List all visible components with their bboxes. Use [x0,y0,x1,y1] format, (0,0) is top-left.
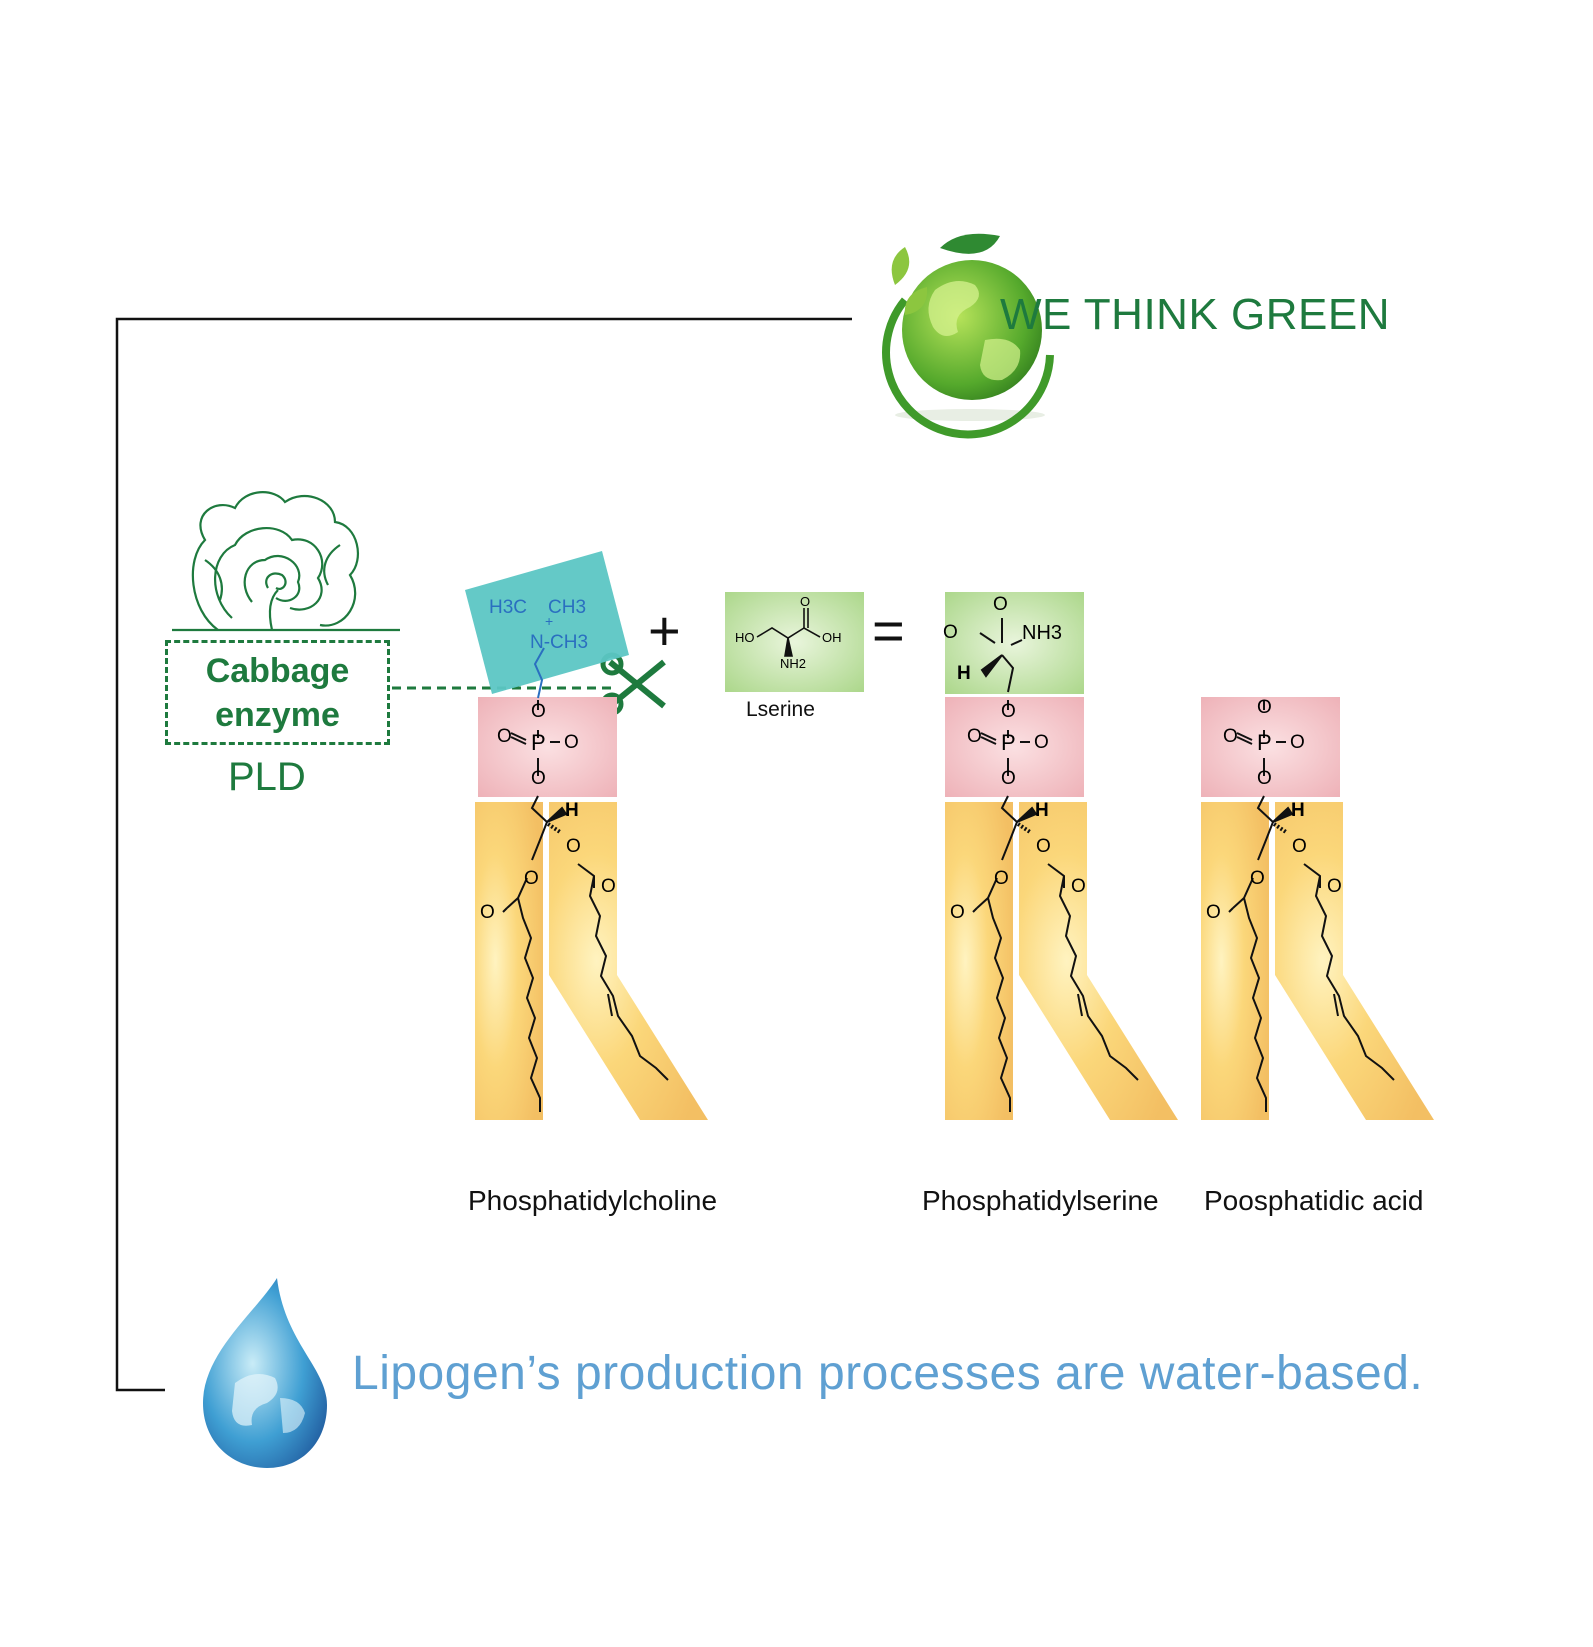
pc-h: H [565,800,579,821]
enzyme-box: Cabbage enzyme [165,640,390,745]
lipid-tails [475,802,1434,1120]
tail-pc-right [549,802,708,1120]
pa-h: H [1291,800,1305,821]
pa-label: Poosphatidic acid [1204,1185,1424,1216]
ps-o-ester-l: O [994,868,1009,889]
lserine-label: Lserine [746,698,815,721]
phosphate-box-ps [945,697,1084,797]
chem-ch3: CH3 [548,597,587,618]
water-drop-earth-icon [203,1278,327,1468]
tail-ps-right [1019,802,1178,1120]
lserine-oh: OH [822,630,842,645]
tail-pc-left [475,802,543,1120]
ps-p: P [1001,730,1016,755]
ps-o-right: O [1034,732,1049,753]
lserine-o: O [800,594,811,609]
enzyme-name: PLD [228,755,306,799]
lipid-skeleton-pc [502,700,669,1112]
pc-o-carb-l: O [480,902,495,923]
ps-o-top: O [1001,701,1016,722]
tail-pa-left [1201,802,1269,1120]
pc-o-bottom: O [531,768,546,789]
pc-o-ester-l: O [524,868,539,889]
chem-h3c: H3C [489,597,528,618]
ps-serine-o-top: O [993,594,1008,615]
ps-o-carb-l: O [950,902,965,923]
tail-pa-right [1275,802,1434,1120]
ps-o-carb-r: O [1071,876,1086,897]
tail-ps-left [945,802,1013,1120]
ps-o-bottom: O [1001,768,1016,789]
equals-sign: = [872,599,905,662]
lserine-structure [756,608,821,657]
ps-serine-nh3: NH3 [1022,622,1063,644]
phosphate-box-pa [1201,697,1340,797]
pa-o-ester-r: O [1292,836,1307,857]
phosphate-box-pc [478,697,617,797]
pc-o-ester-r: O [566,836,581,857]
pa-o-ester-l: O [1250,868,1265,889]
cabbage-icon [172,491,400,632]
lserine-nh2: NH2 [780,656,807,671]
choline-head [465,551,629,694]
pc-o-right: O [564,732,579,753]
lserine-box [725,592,864,692]
ps-serine-o-left: O [943,622,958,643]
chem-n-ch3: N-CH3 [530,632,589,653]
pa-o-top: O [1257,697,1272,718]
chem-n-plus: + [545,613,554,629]
ps-label: Phosphatidylserine [922,1185,1159,1216]
pc-label: Phosphatidylcholine [468,1185,718,1216]
choline-chain [533,647,545,699]
pc-o-carb-r: O [601,876,616,897]
ps-serine-h: H [957,663,971,684]
pa-o-left: O [1223,726,1238,747]
enzyme-line1: Cabbage [205,652,350,690]
plus-sign: + [648,599,681,662]
pa-o-carb-r: O [1327,876,1342,897]
pc-o-left: O [497,726,512,747]
slogan-text: WE THINK GREEN [1000,290,1391,339]
ps-o-left: O [967,726,982,747]
lserine-ho: HO [735,630,755,645]
pa-o-carb-l: O [1206,902,1221,923]
pa-p: P [1257,730,1272,755]
ps-serine-links [979,618,1023,693]
water-based-text: Lipogen’s production processes are water… [352,1347,1424,1400]
pa-o-bottom: O [1257,768,1272,789]
bracket-line [115,317,852,1392]
enzyme-line2: enzyme [215,696,340,734]
green-earth-icon [882,233,1054,439]
pc-p: P [531,730,546,755]
pc-o-top: O [531,701,546,722]
pa-o-right: O [1290,732,1305,753]
ps-o-ester-r: O [1036,836,1051,857]
ps-h: H [1035,800,1049,821]
